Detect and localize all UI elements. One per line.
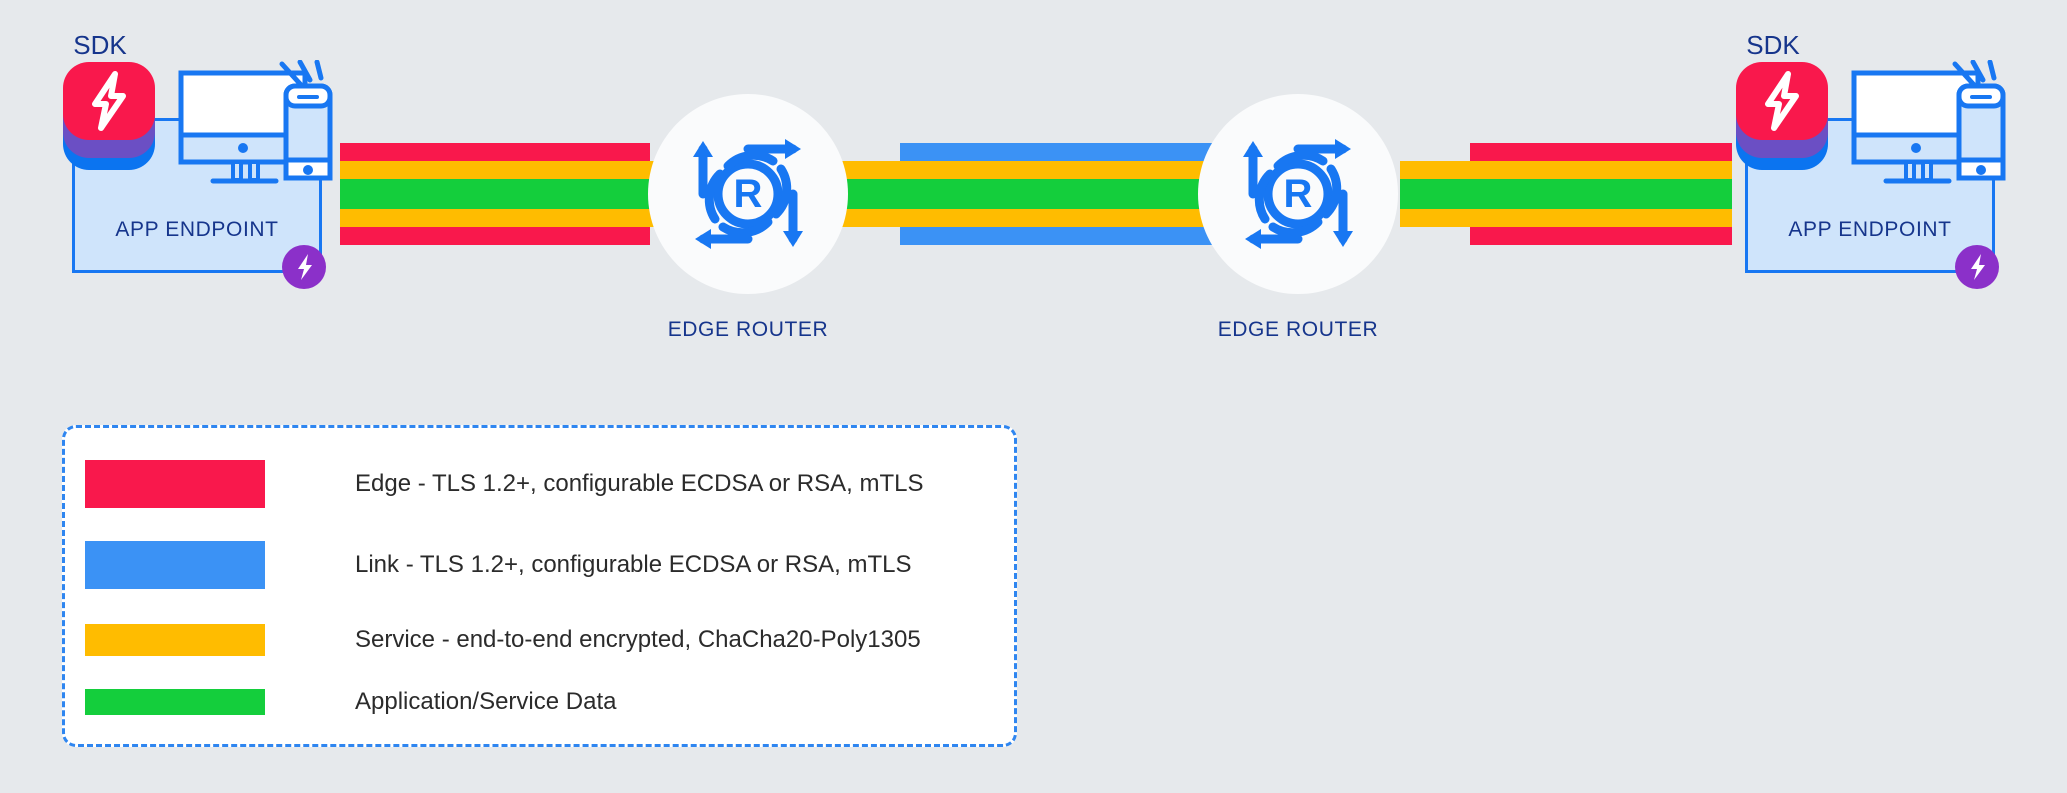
legend-label-edge: Edge - TLS 1.2+, configurable ECDSA or R…	[355, 470, 924, 497]
router-icon-1: R	[693, 139, 803, 249]
pipe-edge-band-bottom-left	[340, 227, 650, 245]
lightning-bolt-icon	[1765, 71, 1799, 131]
pipe-application-band-right	[1400, 179, 1732, 209]
legend-item-service: Service - end-to-end encrypted, ChaCha20…	[85, 616, 921, 664]
legend-swatch-link	[85, 541, 265, 589]
sdk-mini-badge-left	[282, 245, 326, 289]
pipe-service-band-bottom-left	[340, 209, 720, 227]
sdk-badge-left	[55, 60, 163, 170]
legend-item-link: Link - TLS 1.2+, configurable ECDSA or R…	[85, 541, 911, 589]
sdk-layer-red	[1736, 62, 1828, 140]
sdk-label-left: SDK	[73, 30, 127, 60]
pipe-edge-band-top-right	[1470, 143, 1732, 161]
pipe-service-band-top-right	[1400, 161, 1732, 179]
legend-item-edge: Edge - TLS 1.2+, configurable ECDSA or R…	[85, 460, 924, 508]
legend-box: Edge - TLS 1.2+, configurable ECDSA or R…	[62, 425, 1017, 747]
legend-item-application: Application/Service Data	[85, 678, 616, 726]
sdk-label-right: SDK	[1746, 30, 1800, 60]
pipe-service-band-bottom-middle	[830, 209, 1290, 227]
pipe-service-band-bottom-right	[1400, 209, 1732, 227]
edge-router-circle-2	[1198, 94, 1398, 294]
pipe-link-band-bottom-middle	[900, 227, 1220, 245]
lightning-bolt-mini-icon	[298, 254, 312, 280]
svg-text:R: R	[734, 172, 763, 216]
pipe-link-band-top-middle	[900, 143, 1220, 161]
sdk-mini-badge-right	[1955, 245, 1999, 289]
sdk-layer-red	[63, 62, 155, 140]
edge-router-label-2: EDGE ROUTER	[1217, 318, 1379, 341]
pipe-service-band-top-left	[340, 161, 720, 179]
pipe-service-band-top-middle	[830, 161, 1290, 179]
edge-router-circle-1	[648, 94, 848, 294]
phone-icon-right	[1952, 60, 2006, 181]
phone-icon-left	[279, 60, 333, 181]
edge-router-label-1: EDGE ROUTER	[667, 318, 829, 341]
app-endpoint-label-right: APP ENDPOINT	[1788, 218, 1952, 241]
router-icon-2: R	[1243, 139, 1353, 249]
legend-swatch-edge	[85, 460, 265, 508]
pipe-edge-band-top-left	[340, 143, 650, 161]
legend-label-application: Application/Service Data	[355, 688, 617, 715]
lightning-bolt-mini-icon	[1971, 254, 1985, 280]
legend-label-link: Link - TLS 1.2+, configurable ECDSA or R…	[355, 551, 912, 578]
app-endpoint-label-left: APP ENDPOINT	[115, 218, 279, 241]
legend-swatch-service	[85, 624, 265, 656]
legend-swatch-application	[85, 689, 265, 715]
legend-label-service: Service - end-to-end encrypted, ChaCha20…	[355, 626, 921, 653]
pipe-edge-band-bottom-right	[1470, 227, 1732, 245]
lightning-bolt-icon	[92, 71, 126, 131]
sdk-badge-right	[1728, 60, 1836, 170]
svg-text:R: R	[1284, 172, 1313, 216]
